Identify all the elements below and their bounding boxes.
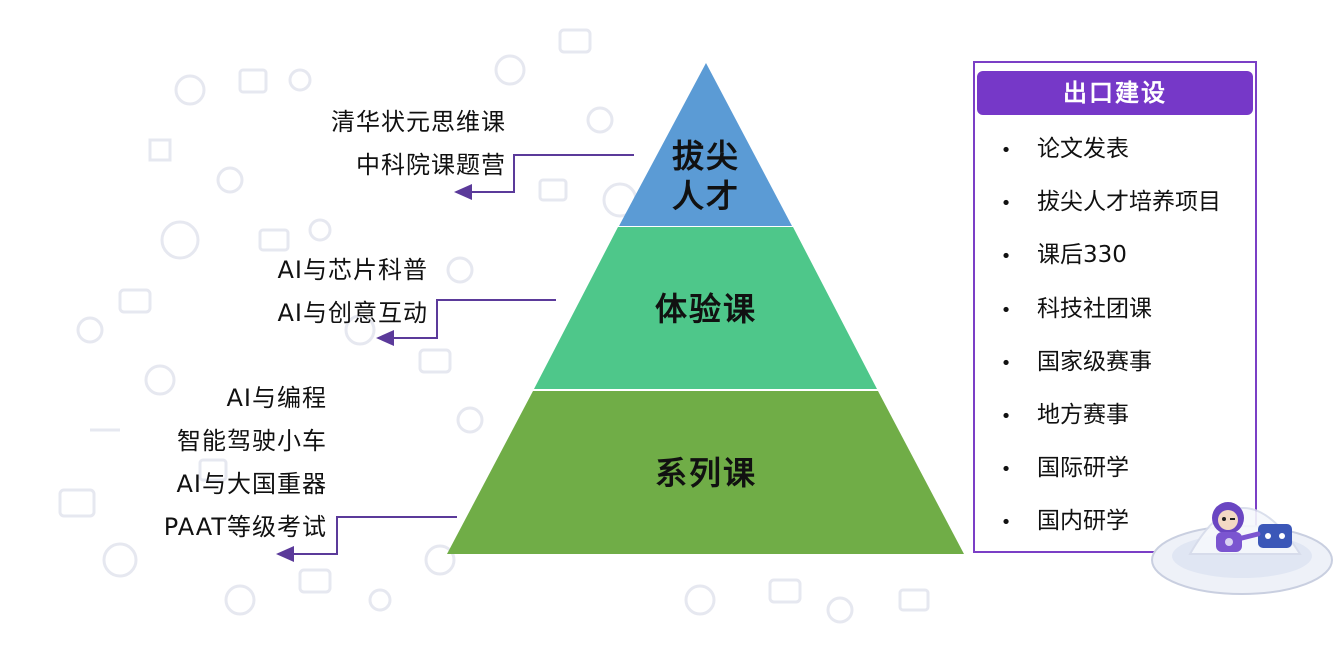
side-label: AI与芯片科普 xyxy=(277,256,428,284)
side-label: AI与大国重器 xyxy=(176,470,327,498)
exit-item-label: 科技社团课 xyxy=(1037,295,1152,322)
exit-item-label: 拔尖人才培养项目 xyxy=(1037,189,1221,216)
exit-item-label: 课后330 xyxy=(1037,242,1127,269)
bullet-icon: • xyxy=(1000,246,1012,268)
list-item: • 国际研学 xyxy=(975,448,1221,501)
exit-item-label: 国内研学 xyxy=(1037,508,1129,535)
side-label: PAAT等级考试 xyxy=(163,513,327,541)
bullet-icon: • xyxy=(1000,193,1012,215)
bullet-icon: • xyxy=(1000,299,1012,321)
pyramid-tier-middle xyxy=(534,227,877,389)
bullet-icon: • xyxy=(1000,459,1012,481)
side-label: AI与创意互动 xyxy=(277,299,428,327)
tier-label-top-line-1: 拔尖 xyxy=(671,137,740,175)
side-label: 中科院课题营 xyxy=(356,151,506,179)
list-item: • 国家级赛事 xyxy=(975,342,1221,395)
bullet-icon: • xyxy=(1000,405,1012,427)
pyramid-tier-top xyxy=(619,63,792,226)
list-item: • 拔尖人才培养项目 xyxy=(975,182,1221,235)
list-item: • 地方赛事 xyxy=(975,395,1221,448)
side-label: 清华状元思维课 xyxy=(331,108,506,136)
tier-label-middle: 体验课 xyxy=(654,290,757,328)
bullet-icon: • xyxy=(1000,352,1012,374)
list-item: • 科技社团课 xyxy=(975,289,1221,342)
bullet-icon: • xyxy=(1000,512,1012,534)
tier-label-top: 拔尖 人才 xyxy=(646,136,766,216)
tier-label-bottom: 系列课 xyxy=(654,454,757,492)
exit-panel-title: 出口建设 xyxy=(977,71,1253,115)
bullet-icon: • xyxy=(1000,140,1012,161)
exit-item-label: 国家级赛事 xyxy=(1037,348,1152,375)
exit-item-label: 国际研学 xyxy=(1037,455,1129,482)
pyramid-tier-bottom xyxy=(447,391,964,554)
robot-mascot-icon xyxy=(1151,502,1333,595)
list-item: • 论文发表 xyxy=(975,129,1221,182)
side-labels-middle: AI与芯片科普 AI与创意互动 xyxy=(278,249,429,335)
exit-list: • 论文发表 • 拔尖人才培养项目 • 课后330 • 科技社团课 • 国家级赛事 • 地方… xyxy=(975,129,1221,555)
exit-item-label: 地方赛事 xyxy=(1037,401,1129,428)
side-label: 智能驾驶小车 xyxy=(177,427,327,455)
side-labels-top: 清华状元思维课 中科院课题营 xyxy=(331,101,506,187)
side-label: AI与编程 xyxy=(226,384,327,412)
tier-label-top-line-2: 人才 xyxy=(671,177,740,215)
list-item: • 国内研学 xyxy=(975,501,1221,554)
exit-item-label: 论文发表 xyxy=(1037,136,1129,162)
list-item: • 课后330 xyxy=(975,235,1221,288)
side-labels-bottom: AI与编程 智能驾驶小车 AI与大国重器 PAAT等级考试 xyxy=(164,377,327,549)
exit-panel: 出口建设 • 论文发表 • 拔尖人才培养项目 • 课后330 • 科技社团课 • 国家级赛… xyxy=(973,61,1257,553)
